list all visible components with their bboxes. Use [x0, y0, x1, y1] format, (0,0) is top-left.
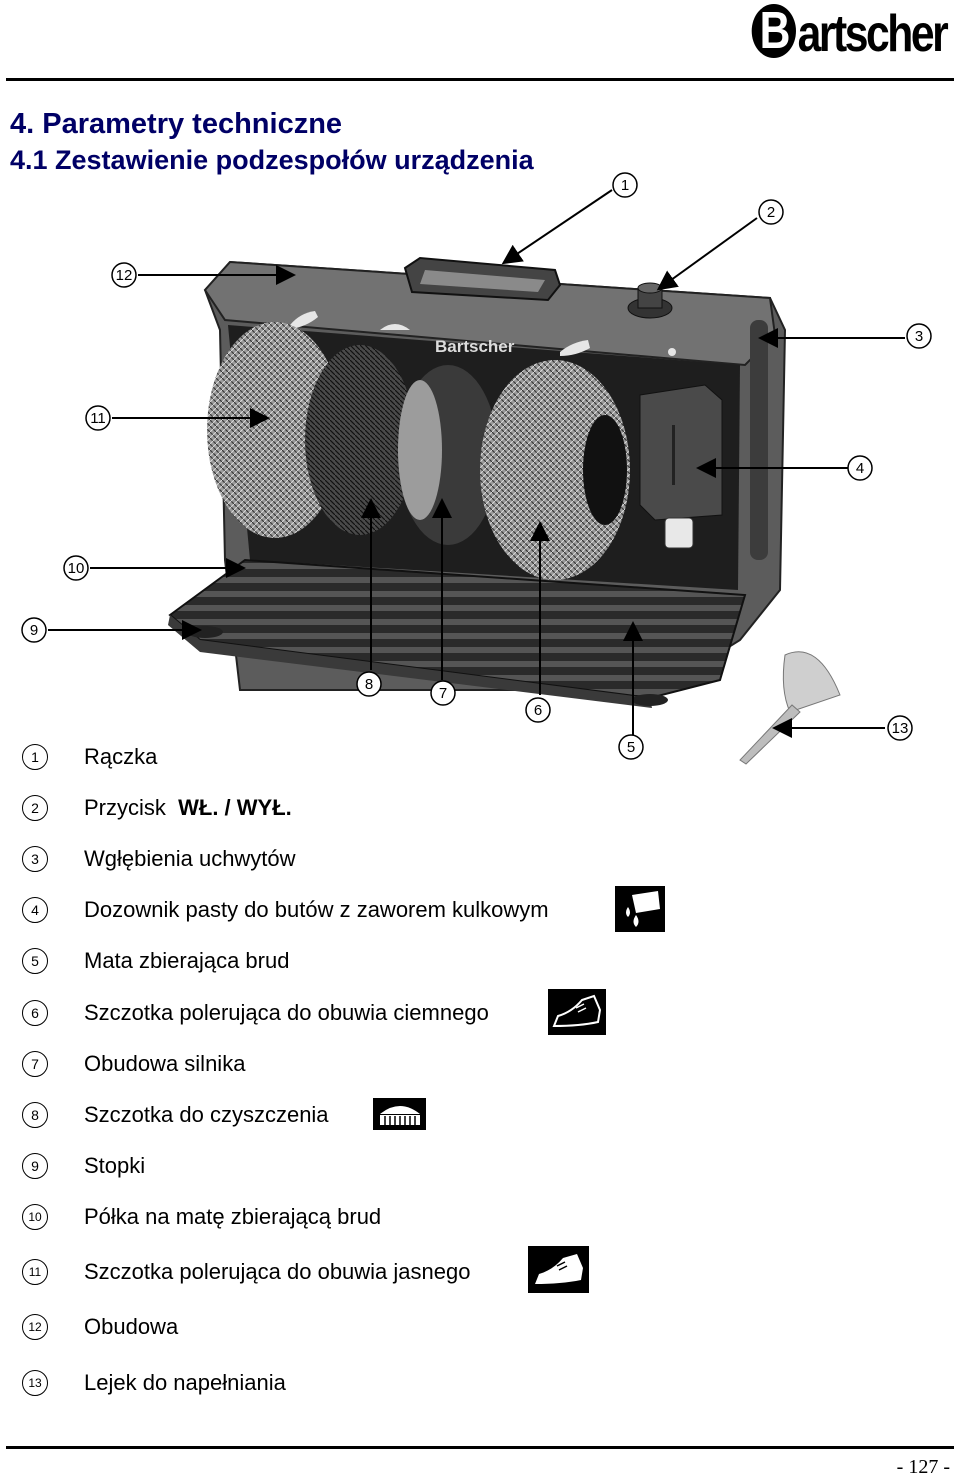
svg-text:1: 1 [621, 177, 629, 194]
callout-1: 1 [612, 172, 638, 198]
device-diagram: Bartscher [21, 172, 932, 765]
part-label: Stopki [84, 1153, 146, 1178]
part-number: 8 [22, 1102, 48, 1128]
part-label: Lejek do napełniania [84, 1370, 286, 1395]
part-label: Mata zbierająca brud [84, 948, 290, 973]
callout-11: 11 [85, 405, 111, 431]
dark-polishing-brush [480, 360, 630, 580]
part-label: Dozownik pasty do butów z zaworem kulkow… [84, 897, 549, 922]
part-label: Przycisk WŁ. / WYŁ. [84, 795, 292, 820]
part-label: Półka na matę zbierającą brud [84, 1204, 382, 1229]
callout-leaders [48, 189, 905, 738]
cleaning-brush [305, 345, 415, 535]
housing-brand-label: Bartscher [435, 337, 515, 356]
part-number: 9 [22, 1153, 48, 1179]
filling-funnel [739, 651, 841, 765]
svg-text:5: 5 [627, 739, 635, 756]
list-item: 10 Półka na matę zbierającą brud [22, 1202, 381, 1232]
section-heading: 4. Parametry techniczne [10, 108, 343, 140]
svg-text:2: 2 [767, 204, 775, 221]
svg-text:7: 7 [439, 685, 447, 702]
list-item: 12 Obudowa [22, 1312, 178, 1342]
callout-2: 2 [758, 199, 784, 225]
svg-text:10: 10 [68, 560, 85, 577]
part-label: Rączka [84, 744, 158, 769]
svg-text:13: 13 [892, 720, 909, 737]
list-item: 5 Mata zbierająca brud [22, 946, 289, 976]
list-item: 11 Szczotka polerująca do obuwia jasnego [22, 1257, 470, 1287]
callout-9: 9 [21, 617, 47, 643]
paste-dispenser [639, 384, 723, 549]
callout-12: 12 [111, 262, 137, 288]
list-item: 1 Rączka [22, 742, 157, 772]
svg-text:11: 11 [90, 410, 106, 427]
part-label: Wgłębienia uchwytów [84, 846, 296, 871]
light-polishing-brush [207, 322, 343, 538]
part-label: Szczotka polerująca do obuwia ciemnego [84, 1000, 489, 1025]
list-item: 6 Szczotka polerująca do obuwia ciemnego [22, 998, 489, 1028]
callout-5: 5 [618, 734, 644, 760]
part-number: 12 [22, 1314, 48, 1340]
part-label: Szczotka polerująca do obuwia jasnego [84, 1259, 471, 1284]
list-item: 9 Stopki [22, 1151, 145, 1181]
logo-initial: B [751, 4, 796, 58]
svg-text:9: 9 [30, 622, 38, 639]
callout-3: 3 [906, 323, 932, 349]
part-number: 6 [22, 1000, 48, 1026]
cleaning-brush-icon [373, 1098, 426, 1130]
cover-shoe-icon-2 [560, 340, 590, 356]
power-button [627, 282, 673, 319]
part-number: 10 [22, 1204, 48, 1230]
callout-4: 4 [847, 455, 873, 481]
list-item: 4 Dozownik pasty do butów z zaworem kulk… [22, 895, 549, 925]
svg-text:6: 6 [534, 702, 542, 719]
svg-text:8: 8 [365, 676, 373, 693]
part-number: 4 [22, 897, 48, 923]
list-item: 7 Obudowa silnika [22, 1049, 245, 1079]
grip-recess [750, 320, 768, 560]
list-item: 8 Szczotka do czyszczenia [22, 1100, 329, 1130]
part-number: 3 [22, 846, 48, 872]
subsection-heading: 4.1 Zestawienie podzespołów urządzenia [10, 145, 534, 175]
cover-brush-icon [380, 324, 410, 330]
list-item: 3 Wgłębienia uchwytów [22, 844, 296, 874]
footer-rule [6, 1446, 954, 1449]
part-label: Szczotka do czyszczenia [84, 1102, 329, 1127]
part-number: 2 [22, 795, 48, 821]
handle [403, 256, 562, 302]
svg-text:4: 4 [856, 460, 864, 477]
callout-13: 13 [887, 715, 913, 741]
logo-text: artscher [797, 5, 948, 63]
part-number: 5 [22, 948, 48, 974]
cover-drop-icon [668, 348, 676, 356]
cover-shoe-icon [290, 311, 318, 329]
motor-housing [398, 365, 498, 545]
page-number: - 127 - [896, 1456, 950, 1478]
svg-text:12: 12 [116, 267, 133, 284]
part-label: Obudowa silnika [84, 1051, 246, 1076]
header-rule [6, 78, 954, 81]
part-number: 13 [22, 1370, 48, 1396]
callout-numbers: 1 2 3 4 5 6 7 8 9 10 11 12 13 [21, 172, 932, 760]
part-number: 7 [22, 1051, 48, 1077]
callout-6: 6 [525, 697, 551, 723]
foot [187, 626, 223, 638]
callout-8: 8 [356, 671, 382, 697]
list-item: 13 Lejek do napełniania [22, 1368, 286, 1398]
list-item: 2 Przycisk WŁ. / WYŁ. [22, 793, 292, 823]
callout-7: 7 [430, 680, 456, 706]
dark-shoe-icon [548, 989, 606, 1035]
foot [632, 694, 668, 706]
svg-text:3: 3 [915, 328, 923, 345]
callout-10: 10 [63, 555, 89, 581]
light-shoe-icon [528, 1246, 589, 1293]
paste-drop-icon [615, 886, 665, 932]
part-number: 1 [22, 744, 48, 770]
power-switch-label: WŁ. / WYŁ. [178, 795, 292, 820]
part-number: 11 [22, 1259, 48, 1285]
part-label: Obudowa [84, 1314, 179, 1339]
